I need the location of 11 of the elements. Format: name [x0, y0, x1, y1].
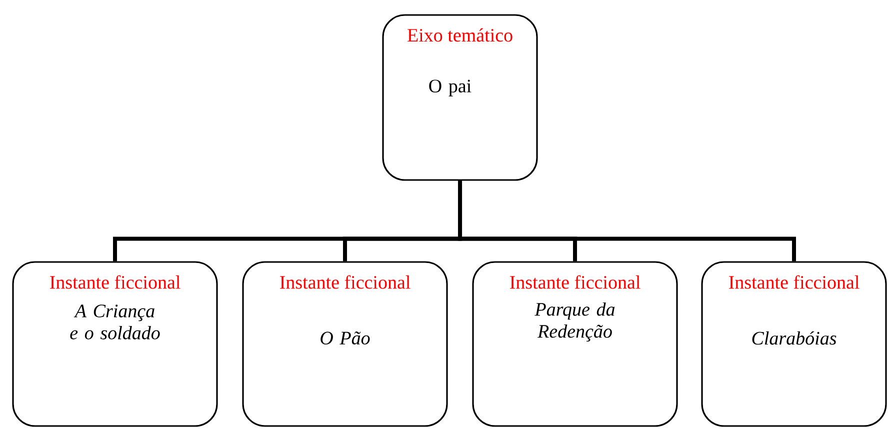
title-text: O pai — [429, 80, 472, 96]
heading: Eixo temático — [408, 28, 512, 42]
heading: Instante ficcional — [510, 275, 640, 289]
heading: Instante ficcional — [50, 275, 180, 289]
connector-line — [458, 180, 796, 262]
heading: Instante ficcional — [280, 275, 410, 289]
title-text: O Pão — [320, 332, 370, 344]
title-text: Clarabóias — [752, 331, 836, 345]
title-text: A Criança e o soldado — [70, 304, 160, 340]
title-text: Parque da Redenção — [534, 302, 615, 342]
heading: Instante ficcional — [729, 275, 860, 289]
